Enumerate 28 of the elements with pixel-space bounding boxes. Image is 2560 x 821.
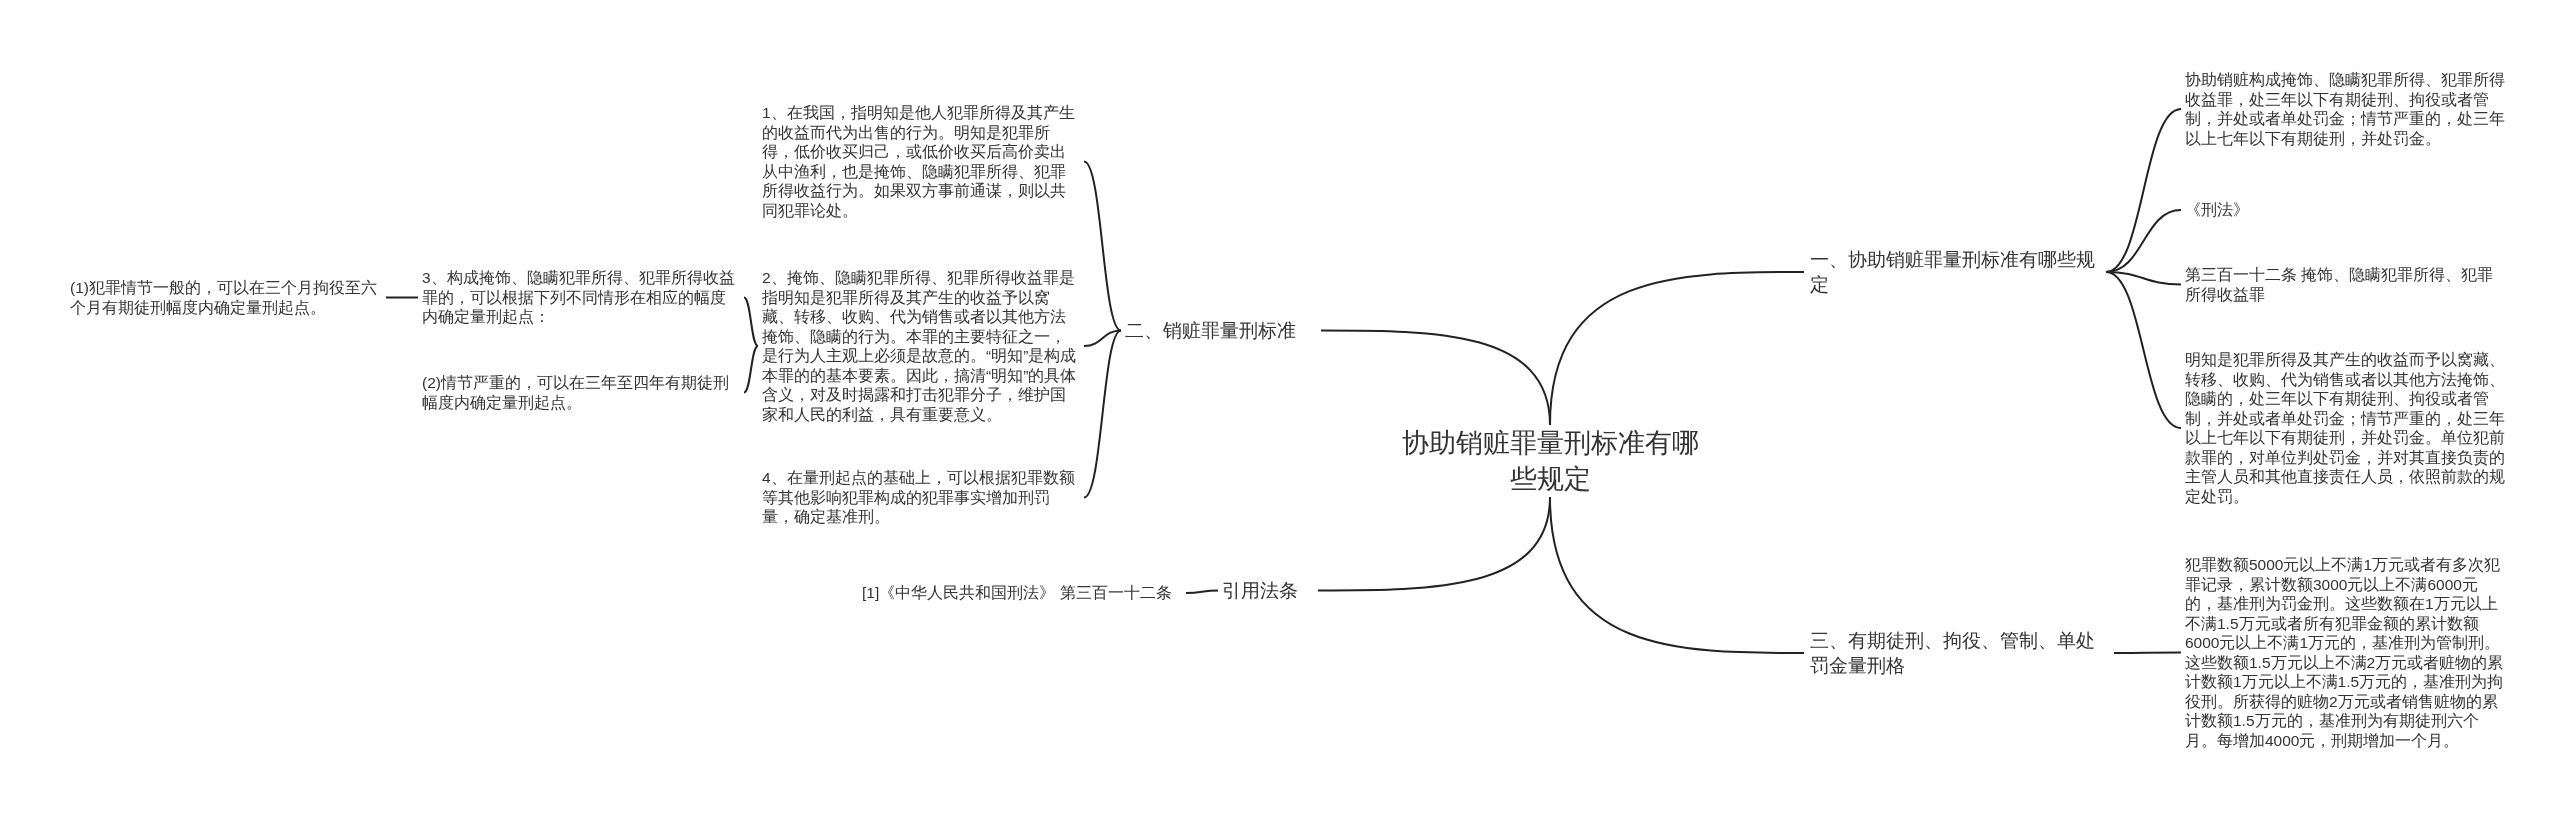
connector-line [743,296,759,347]
connector-line [1317,496,1551,592]
note-text: (2)情节严重的，可以在三年至四年有期徒刑幅度内确定量刑起点。 [422,373,730,412]
connector-line [1083,160,1122,332]
connector-line [743,345,759,394]
central-topic: 协助销赃罪量刑标准有哪些规定 [1400,427,1700,496]
connector-line [1083,329,1122,347]
connector-line [1185,589,1219,594]
note-text: 犯罪数额5000元以上不满1万元或者有多次犯罪记录，累计数额3000元以上不满6000元的，基准刑为罚金刑。这些数额在1万元以上不满1.5万元或者所有犯罪金额的累计数额6000元以上不满1万元的，基准刑为管制刑。这些数额1.5万元以上不满2万元或者赃物的累计数额1万元以上不满1.5万元的，基准刑为拘役刑。所获得的赃物2万元或者销售赃物的累计数额1.5万元的，基准刑为有期徒刑六个月。每增加4000元，刑期增加一个月。 [2185,555,2505,750]
note-text: 4、在量刑起点的基础上，可以根据犯罪数额等其他影响犯罪构成的犯罪事实增加刑罚量，确定基准刑。 [762,468,1076,527]
branch-topic: 二、销赃罪量刑标准 [1125,319,1297,343]
note-text: 明知是犯罪所得及其产生的收益而予以窝藏、转移、收购、代为销售或者以其他方法掩饰、隐瞒的，处三年以下有期徒刑、拘役或者管制，并处或者单处罚金；情节严重的，处三年以上七年以下有期徒刑，并处罚金。单位犯前款罪的，对单位判处罚金，并对其直接负责的主管人员和其他直接责任人员，依照前款的规定处罚。 [2185,350,2505,506]
note-text: 1、在我国，指明知是他人犯罪所得及其产生的收益而代为出售的行为。明知是犯罪所得，低价收买归己，或低价收买后高价卖出从中渔利，也是掩饰、隐瞒犯罪所得、犯罪所得收益行为。如果双方事前通谋，则以共同犯罪论处。 [762,103,1076,220]
note-text: 2、掩饰、隐瞒犯罪所得、犯罪所得收益罪是指明知是犯罪所得及其产生的收益予以窝藏、转移、收购、代为销售或者以其他方法掩饰、隐瞒的行为。本罪的主要特征之一，是行为人主观上必须是故意的。“明知”是构成本罪的的基本要素。因此，搞清“明知”的具体含义，对及时揭露和打击犯罪分子，维护国家和人民的利益，具有重要意义。 [762,268,1078,424]
connector-line [2105,271,2182,429]
connector-line [1083,329,1122,499]
branch-topic: 三、有期徒刑、拘役、管制、单处罚金量刑格 [1810,629,2096,678]
branch-topic: 一、协助销赃罪量刑标准有哪些规定 [1810,248,2096,297]
connector-line [1320,329,1551,426]
note-text: [1]《中华人民共和国刑法》 第三百一十二条 [862,583,1173,603]
connector-line [385,296,419,299]
note-text: (1)犯罪情节一般的，可以在三个月拘役至六个月有期徒刑幅度内确定量刑起点。 [70,278,378,317]
note-text: 3、构成掩饰、隐瞒犯罪所得、犯罪所得收益罪的，可以根据下列不同情形在相应的幅度内确定量刑起点： [422,268,736,327]
note-text: 《刑法》 [2185,200,2250,220]
connector-line [2113,651,2182,654]
note-text: 协助销赃构成掩饰、隐瞒犯罪所得、犯罪所得收益罪，处三年以下有期徒刑、拘役或者管制，并处或者单处罚金；情节严重的，处三年以上七年以下有期徒刑，并处罚金。 [2185,70,2505,148]
note-text: 第三百一十二条 掩饰、隐瞒犯罪所得、犯罪所得收益罪 [2185,265,2495,304]
branch-topic: 引用法条 [1222,579,1299,603]
